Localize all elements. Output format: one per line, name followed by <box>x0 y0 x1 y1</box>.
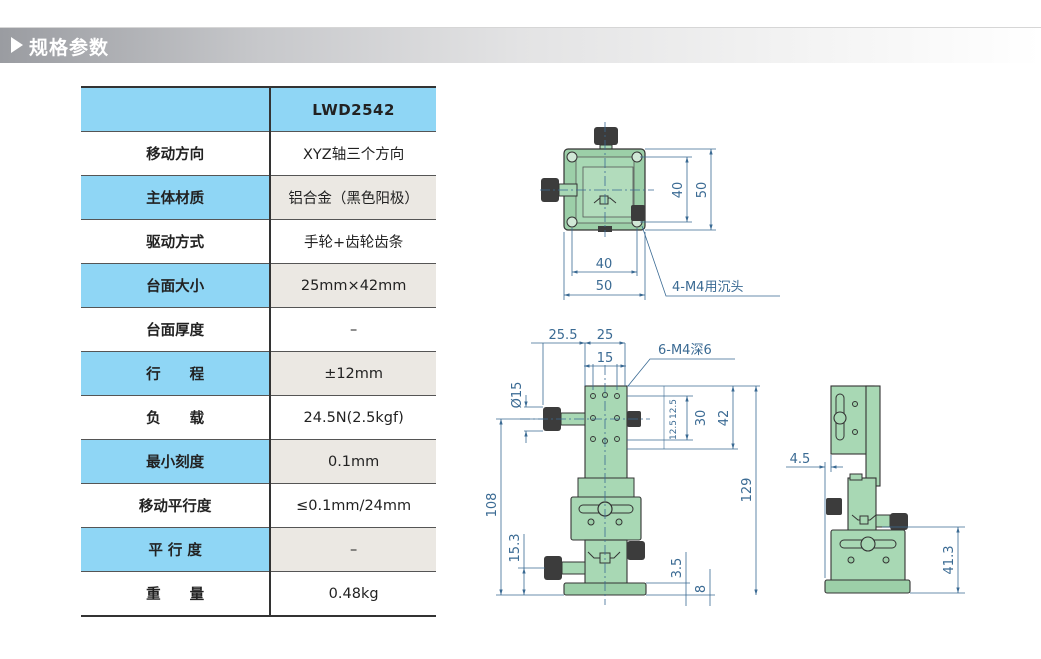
table-row: 主体材质铝合金（黑色阳极） <box>81 175 436 220</box>
dim-front-30: 30 <box>694 410 709 427</box>
table-row: 行 程±12mm <box>81 351 436 396</box>
row-label: 行 程 <box>81 351 272 396</box>
dim-top-50w: 50 <box>596 279 613 294</box>
dim-front-12-5a: 12.5 <box>669 399 679 419</box>
table-row: 驱动方式手轮+齿轮齿条 <box>81 219 436 264</box>
dim-front-12-5b: 12.5 <box>669 420 679 440</box>
dim-front-42: 42 <box>717 410 732 427</box>
dim-front-108: 108 <box>485 493 500 518</box>
row-value: ±12mm <box>270 351 436 396</box>
row-value: 铝合金（黑色阳极） <box>270 175 436 220</box>
row-label: 移动平行度 <box>81 483 272 528</box>
table-row: 平 行 度– <box>81 527 436 572</box>
row-value: ≤0.1mm/24mm <box>270 483 436 528</box>
row-label: 重 量 <box>81 571 272 616</box>
dim-top-40h: 40 <box>671 182 686 199</box>
dim-front-25-5: 25.5 <box>549 328 578 343</box>
side-view: 4.5 41.3 <box>786 385 965 594</box>
row-value: 手轮+齿轮齿条 <box>270 219 436 264</box>
hole-note-top: 4-M4用沉头 <box>672 280 743 295</box>
dim-side-4-5: 4.5 <box>790 452 811 467</box>
dim-side-41-3: 41.3 <box>942 546 957 575</box>
row-label: 移动方向 <box>81 131 272 176</box>
row-label: 台面大小 <box>81 263 272 308</box>
top-view: 40 50 40 50 4-M4用沉头 <box>540 122 780 300</box>
knob-icon <box>627 541 645 560</box>
dim-front-15-3: 15.3 <box>508 534 523 563</box>
section-banner: 规格参数 <box>0 27 1041 63</box>
hole-note-front: 6-M4深6 <box>658 343 712 358</box>
dim-front-dia15: Ø15 <box>510 382 525 409</box>
knob-icon <box>890 513 908 530</box>
play-triangle-icon <box>11 37 23 53</box>
row-value: 0.48kg <box>270 571 436 616</box>
knob-icon <box>544 556 562 580</box>
row-label: 最小刻度 <box>81 439 272 484</box>
row-label: 主体材质 <box>81 175 272 220</box>
row-label: 驱动方式 <box>81 219 272 264</box>
dim-front-15: 15 <box>597 351 614 366</box>
table-header-row: LWD2542 <box>81 87 436 132</box>
row-value: 0.1mm <box>270 439 436 484</box>
row-label: 平 行 度 <box>81 527 272 572</box>
table-row: 移动平行度≤0.1mm/24mm <box>81 483 436 528</box>
knob-icon <box>826 498 842 515</box>
row-value: XYZ轴三个方向 <box>270 131 436 176</box>
dim-front-8: 8 <box>694 585 709 593</box>
row-value: – <box>270 307 436 352</box>
vertical-stage <box>584 385 628 483</box>
model-header: LWD2542 <box>270 87 436 132</box>
table-row: 台面厚度– <box>81 307 436 352</box>
row-value: – <box>270 527 436 572</box>
section-title: 规格参数 <box>29 37 110 59</box>
row-value: 24.5N(2.5kgf) <box>270 395 436 440</box>
dim-front-3-5: 3.5 <box>670 558 685 579</box>
dim-front-129: 129 <box>740 478 755 503</box>
dim-front-25: 25 <box>597 328 614 343</box>
knob-icon <box>594 127 618 145</box>
dim-top-40w: 40 <box>596 257 613 272</box>
row-value: 25mm×42mm <box>270 263 436 308</box>
dim-top-50h: 50 <box>695 182 710 199</box>
row-label: 台面厚度 <box>81 307 272 352</box>
front-view: 25.5 25 15 6-M4深6 Ø15 12.5 12.5 30 42 12… <box>485 328 760 606</box>
row-label: 负 载 <box>81 395 272 440</box>
header-empty-cell <box>81 87 272 132</box>
